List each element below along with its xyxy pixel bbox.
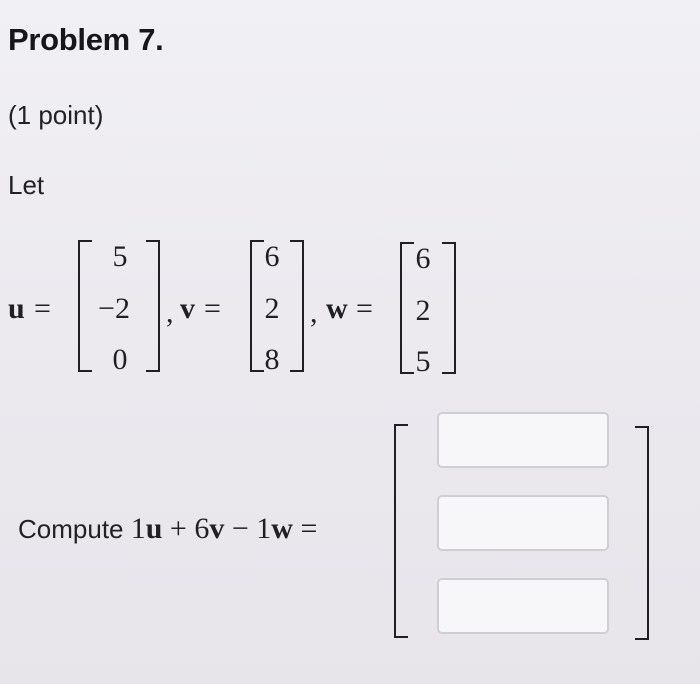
question-prefix: Compute <box>18 514 131 544</box>
coefficient-1: 1 <box>130 512 146 545</box>
answer-left-bracket <box>394 424 408 638</box>
vector-w-entry-2: 2 <box>415 294 431 327</box>
answer-entry-1[interactable] <box>437 412 609 468</box>
comma: , <box>310 296 318 329</box>
plus-sign: + <box>162 512 195 545</box>
answer-entry-3[interactable] <box>437 578 609 634</box>
vector-w-entry-1: 6 <box>415 242 431 275</box>
vector-v-label: v <box>180 292 195 325</box>
comma: , <box>166 296 174 329</box>
vector-w-label: w <box>326 292 348 325</box>
equals-sign: = <box>356 292 373 325</box>
point-value: (1 point) <box>8 100 104 130</box>
vector-u-symbol: u <box>145 512 163 545</box>
minus-sign: − <box>224 512 257 545</box>
vector-u-entry-2: −2 <box>98 292 130 325</box>
vector-v-entry-1: 6 <box>264 240 280 273</box>
vector-w-right-bracket <box>442 242 456 374</box>
vector-u-entry-1: 5 <box>112 240 128 273</box>
equals-sign: = <box>34 292 51 325</box>
vector-u-left-bracket <box>78 240 92 372</box>
vector-v-symbol: v <box>209 512 225 545</box>
vector-u-label: u <box>8 292 25 325</box>
vector-v-left-bracket <box>250 240 264 372</box>
vector-v-right-bracket <box>290 240 304 372</box>
vector-w-left-bracket <box>400 242 414 374</box>
answer-entry-2[interactable] <box>437 495 609 551</box>
question-text: Compute 1u + 6v − 1w = <box>18 512 317 546</box>
question-expression: 1u + 6v − 1w = <box>131 512 318 545</box>
question-equals: = <box>292 512 318 545</box>
vector-u-entry-3: 0 <box>112 343 128 376</box>
answer-right-bracket <box>635 426 649 640</box>
coefficient-2: 6 <box>194 512 210 545</box>
equals-sign: = <box>204 292 221 325</box>
vector-v-entry-2: 2 <box>264 292 280 325</box>
intro-text: Let <box>8 170 45 200</box>
vector-u-right-bracket <box>146 240 160 372</box>
vector-v-entry-3: 8 <box>264 343 280 376</box>
coefficient-3: 1 <box>256 512 272 545</box>
vector-w-entry-3: 5 <box>415 345 431 378</box>
vector-w-symbol: w <box>271 512 293 545</box>
problem-title: Problem 7. <box>8 22 164 57</box>
